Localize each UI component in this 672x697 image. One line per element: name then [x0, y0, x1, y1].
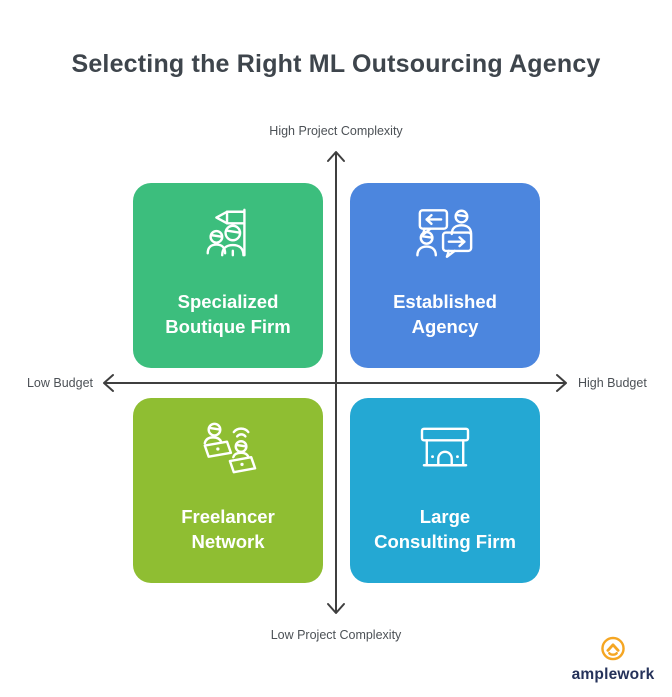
quadrant-label: Large Consulting Firm — [374, 506, 516, 552]
team-flag-icon — [199, 203, 257, 263]
storefront-icon — [419, 418, 471, 478]
quadrant-card-established-agency: Established Agency — [350, 183, 540, 368]
quadrant-card-large-consulting-firm: Large Consulting Firm — [350, 398, 540, 583]
page-title: Selecting the Right ML Outsourcing Agenc… — [71, 50, 601, 78]
quadrant-label: Specialized Boutique Firm — [165, 291, 291, 337]
brand-name: amplework — [571, 666, 655, 683]
quadrant-label: Established Agency — [393, 291, 497, 337]
conversation-icon — [415, 203, 475, 263]
axis-label-high-budget: High Budget — [578, 376, 647, 390]
brand-logo: amplework — [571, 635, 655, 684]
quadrant-label: Freelancer Network — [181, 506, 275, 552]
amplework-logo-icon — [599, 635, 627, 663]
horizontal-axis-arrow — [103, 374, 567, 392]
axis-label-high-complexity: High Project Complexity — [269, 124, 403, 138]
vertical-axis-arrow — [327, 151, 345, 614]
quadrant-card-freelancer-network: Freelancer Network — [133, 398, 323, 583]
axis-label-low-budget: Low Budget — [26, 376, 93, 390]
axis-label-low-complexity: Low Project Complexity — [270, 628, 402, 642]
freelancers-icon — [198, 418, 258, 478]
quadrant-card-specialized-boutique-firm: Specialized Boutique Firm — [133, 183, 323, 368]
